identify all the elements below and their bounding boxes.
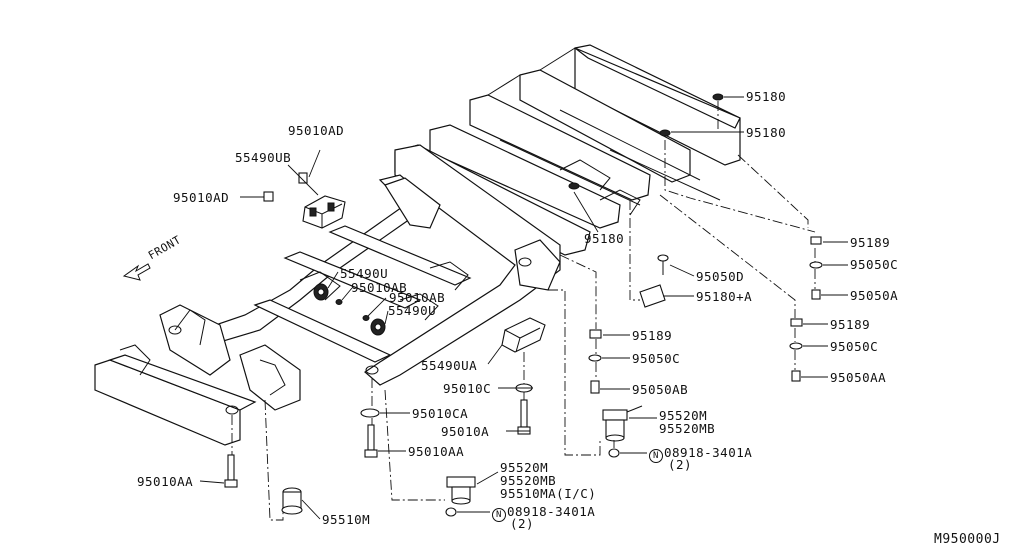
label-95050c-mid: 95050C	[632, 351, 681, 366]
guide-lines	[231, 101, 816, 521]
label-95050c-right2: 95050C	[830, 339, 879, 354]
label-95520m-center: 95520M	[500, 460, 549, 475]
body-mount-95520m-c	[446, 476, 476, 505]
bolt-95010aa-l	[224, 454, 238, 488]
washer-95050c-m	[588, 354, 602, 362]
label-95050d: 95050D	[696, 269, 745, 284]
label-95050ab: 95050AB	[632, 382, 689, 397]
label-95520mb-right: 95520MB	[659, 421, 716, 436]
bolt-95010a	[517, 399, 531, 435]
bolt-95010aa-c	[364, 424, 378, 458]
bolt-95050a	[811, 289, 821, 300]
bracket-55490ub	[302, 195, 346, 229]
front-arrow-icon	[122, 263, 151, 281]
label-bolt-qty-center: (2)	[510, 516, 535, 531]
body-mount-95520m-r	[602, 405, 643, 442]
washer-95180-low	[568, 182, 580, 190]
washer-95050c-r2	[789, 342, 803, 350]
bushing-55490u-2	[370, 318, 386, 336]
label-95050a: 95050A	[850, 288, 899, 303]
label-95010a: 95010A	[441, 424, 490, 439]
label-55490u-1: 55490U	[340, 266, 389, 281]
bolt-95050aa	[791, 370, 801, 382]
mount-95510m	[281, 487, 303, 515]
label-95510ma: 95510MA(I/C)	[500, 486, 597, 501]
screw-95050d	[657, 254, 669, 262]
label-95180-top: 95180	[746, 89, 787, 104]
label-95180-mid: 95180	[746, 125, 787, 140]
label-95189-right: 95189	[850, 235, 891, 250]
label-55490ub: 55490UB	[235, 150, 292, 165]
bolt-part-number: 08918-3401A	[507, 504, 596, 519]
bushing-95189-r	[810, 236, 822, 245]
washer-95180-mid	[659, 129, 671, 137]
bolt-95010ad-2	[263, 191, 274, 202]
label-95520mb-center: 95520MB	[500, 473, 557, 488]
label-bolt-qty-right: (2)	[668, 457, 693, 472]
n-symbol-icon: N	[649, 449, 663, 463]
washer-95180-top	[712, 93, 724, 101]
bushing-95189-r2	[790, 318, 803, 327]
label-95010aa-left: 95010AA	[137, 474, 194, 489]
label-95010c: 95010C	[443, 381, 492, 396]
label-95050c-right: 95050C	[850, 257, 899, 272]
bolt-95010ad-1	[298, 172, 308, 184]
nut-08918-c	[445, 507, 457, 517]
bracket-95180a	[639, 284, 666, 308]
bushing-55490u-1	[313, 283, 329, 301]
label-95050aa: 95050AA	[830, 370, 887, 385]
label-95180-low: 95180	[584, 231, 625, 246]
label-95189-right2: 95189	[830, 317, 871, 332]
bushing-95189-m	[589, 329, 602, 339]
bolt-part-number: 08918-3401A	[664, 445, 753, 460]
label-95520m-right: 95520M	[659, 408, 708, 423]
label-55490ua: 55490UA	[421, 358, 478, 373]
bracket-55490ua	[501, 317, 546, 353]
label-95180a: 95180+A	[696, 289, 753, 304]
label-95010ca: 95010CA	[412, 406, 469, 421]
label-95010ad-1: 95010AD	[288, 123, 345, 138]
bolt-95050ab	[590, 380, 600, 394]
label-95010aa-center: 95010AA	[408, 444, 465, 459]
rear-frame	[394, 44, 741, 256]
label-95189-mid: 95189	[632, 328, 673, 343]
main-frame	[94, 144, 561, 446]
leader-lines	[199, 96, 848, 520]
bolt-95010ab-2	[362, 315, 370, 321]
bolt-95010ab-1	[335, 299, 343, 305]
diagram-code: M950000J	[934, 532, 1001, 547]
n-symbol-icon: N	[492, 508, 506, 522]
label-95510m: 95510M	[322, 512, 371, 527]
label-55490u-2: 55490U	[388, 303, 437, 318]
label-95010ab-1: 95010AB	[351, 280, 408, 295]
nut-08918-r	[608, 448, 620, 458]
washer-95050c-r	[809, 261, 823, 269]
washer-95010ca	[360, 408, 380, 418]
label-95010ab-2: 95010AB	[389, 290, 446, 305]
label-95010ad-2: 95010AD	[173, 190, 230, 205]
